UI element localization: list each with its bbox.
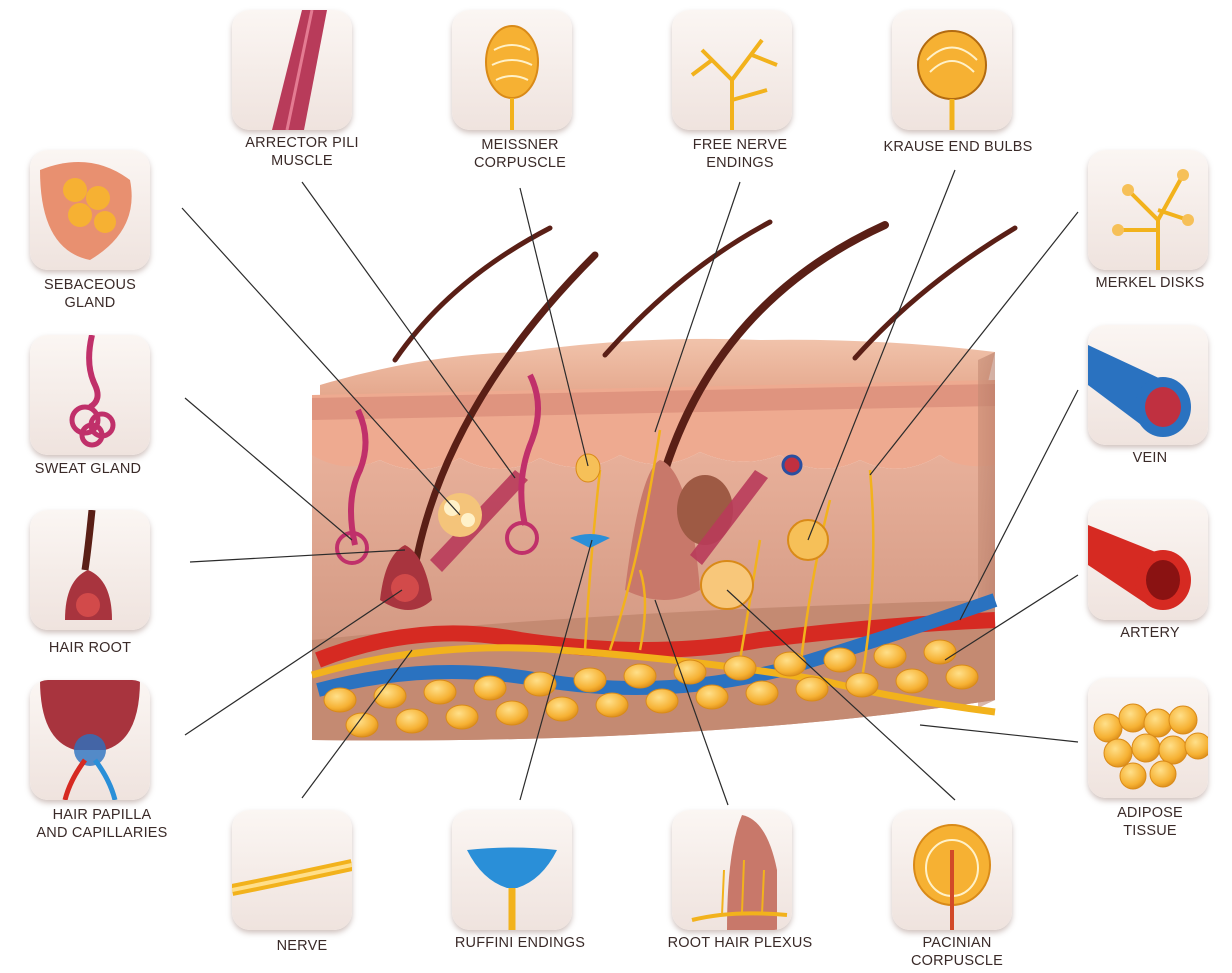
- vein-icon: [1088, 325, 1208, 445]
- sebaceous-gland-icon: [30, 150, 150, 270]
- tile-merkel: [1088, 150, 1208, 270]
- label-krause-end-bulbs: KRAUSE END BULBS: [863, 138, 1053, 156]
- leader-pacinian: [727, 590, 955, 800]
- tile-artery: [1088, 500, 1208, 620]
- tile-arrector-pili: [232, 10, 352, 130]
- leader-merkel: [870, 212, 1078, 475]
- tile-pacinian: [892, 810, 1012, 930]
- leader-meissner: [520, 188, 588, 466]
- leader-ruffini: [520, 540, 592, 800]
- muscle-icon: [232, 10, 352, 130]
- tile-adipose: [1088, 678, 1208, 798]
- sweat-gland-icon: [30, 335, 150, 455]
- tile-sweat-gland: [30, 335, 150, 455]
- tile-krause: [892, 10, 1012, 130]
- leader-vein: [960, 390, 1078, 620]
- label-hair-root: HAIR ROOT: [0, 639, 185, 657]
- krause-end-bulb-icon: [892, 10, 1012, 130]
- meissner-corpuscle-icon: [452, 10, 572, 130]
- adipose-tissue-icon: [1088, 678, 1208, 798]
- free-nerve-endings-icon: [672, 10, 792, 130]
- pacinian-corpuscle-icon: [892, 810, 1012, 930]
- tile-nerve: [232, 810, 352, 930]
- tile-free-nerve: [672, 10, 792, 130]
- tile-hair-papilla: [30, 680, 150, 800]
- leader-nerve: [302, 650, 412, 798]
- tile-vein: [1088, 325, 1208, 445]
- nerve-icon: [232, 810, 352, 930]
- leader-arrector: [302, 182, 515, 478]
- leader-free-nerve: [655, 182, 740, 432]
- leader-sebaceous: [182, 208, 460, 515]
- leader-adipose: [920, 725, 1078, 742]
- leader-sweat: [185, 398, 352, 540]
- leader-hair-root: [190, 550, 405, 562]
- leader-krause: [808, 170, 955, 540]
- label-merkel-disks: MERKEL DISKS: [1055, 274, 1232, 292]
- label-ruffini-endings: RUFFINI ENDINGS: [425, 934, 615, 952]
- ruffini-ending-icon: [452, 810, 572, 930]
- label-vein: VEIN: [1055, 449, 1232, 467]
- tile-sebaceous: [30, 150, 150, 270]
- merkel-disk-icon: [1088, 150, 1208, 270]
- tile-hair-root: [30, 510, 150, 630]
- leader-root-hair: [655, 600, 728, 805]
- root-hair-plexus-icon: [672, 810, 792, 930]
- tile-meissner: [452, 10, 572, 130]
- artery-icon: [1088, 500, 1208, 620]
- tile-ruffini: [452, 810, 572, 930]
- hair-papilla-icon: [30, 680, 150, 800]
- label-artery: ARTERY: [1055, 624, 1232, 642]
- leader-papilla: [185, 590, 402, 735]
- label-root-hair-plexus: ROOT HAIR PLEXUS: [645, 934, 835, 952]
- tile-root-hair-plexus: [672, 810, 792, 930]
- label-nerve: NERVE: [207, 937, 397, 955]
- label-sweat-gland: SWEAT GLAND: [0, 460, 183, 478]
- leader-artery: [945, 575, 1078, 660]
- hair-root-icon: [30, 510, 150, 630]
